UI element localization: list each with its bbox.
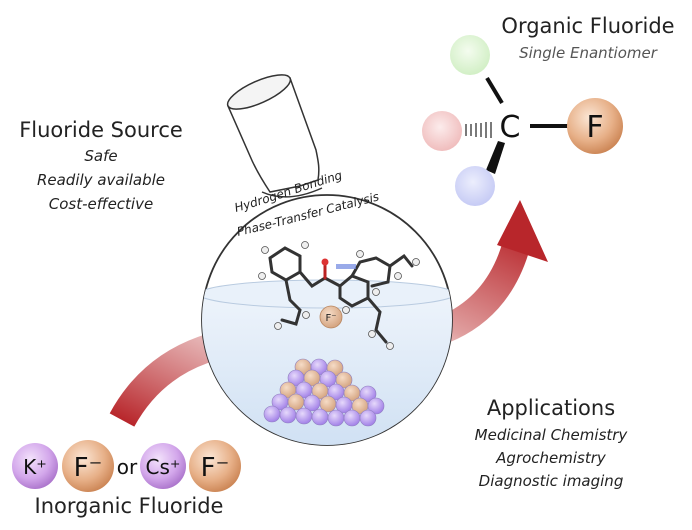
- fluoride-label-2: F⁻: [201, 453, 230, 483]
- cesium-label: Cs⁺: [146, 455, 181, 479]
- cesium-sphere: [140, 443, 186, 489]
- fluoride-source-properties: Safe Readily available Cost-effective: [6, 144, 196, 216]
- applications-list: Medicinal Chemistry Agrochemistry Diagno…: [448, 424, 654, 493]
- organic-fluoride-block: Organic Fluoride Single Enantiomer: [488, 14, 688, 62]
- bound-fluoride-label: F⁻: [325, 313, 336, 324]
- inorganic-fluoride-title: Inorganic Fluoride: [34, 494, 224, 518]
- carbon-label: C: [500, 110, 521, 145]
- fluorine-sphere: [567, 98, 623, 154]
- application-item: Agrochemistry: [496, 449, 606, 467]
- wedge-bond: [486, 141, 505, 174]
- application-item: Diagnostic imaging: [478, 472, 624, 490]
- catalyst-hydrogens: [258, 241, 420, 350]
- red-substituent-sphere: [422, 111, 462, 151]
- fluoride-source-block: Fluoride Source Safe Readily available C…: [6, 118, 196, 216]
- organic-fluoride-subtitle: Single Enantiomer: [519, 44, 657, 62]
- fluoride-sphere-1: [62, 440, 114, 492]
- catalyst-molecule: [268, 246, 414, 344]
- bound-fluoride-sphere: [319, 305, 343, 329]
- property-item: Readily available: [36, 171, 166, 189]
- applications-block: Applications Medicinal Chemistry Agroche…: [448, 396, 654, 493]
- blue-substituent-sphere: [455, 166, 495, 206]
- nh-highlight: [336, 264, 356, 269]
- arrow-head: [497, 200, 548, 262]
- or-text: or: [117, 455, 138, 479]
- fluoride-label-1: F⁻: [74, 453, 103, 483]
- organic-fluoride-title: Organic Fluoride: [501, 14, 675, 38]
- oxygen-atom: [321, 258, 329, 266]
- property-item: Cost-effective: [48, 195, 154, 213]
- potassium-label: K⁺: [23, 455, 47, 479]
- applications-title: Applications: [486, 396, 616, 420]
- fluoride-sphere-2: [189, 440, 241, 492]
- fluoride-source-title: Fluoride Source: [19, 118, 183, 142]
- fluorine-label: F: [586, 110, 603, 145]
- ion-spheres: [12, 440, 241, 492]
- property-item: Safe: [84, 147, 118, 165]
- inorganic-fluoride-title-wrap: Inorganic Fluoride: [4, 494, 254, 518]
- hashed-bond: [465, 122, 492, 138]
- potassium-sphere: [12, 443, 58, 489]
- green-substituent-sphere: [450, 35, 490, 75]
- salt-crystal: [263, 358, 385, 427]
- organic-fluoride-molecule: [422, 35, 623, 206]
- application-item: Medicinal Chemistry: [474, 426, 628, 444]
